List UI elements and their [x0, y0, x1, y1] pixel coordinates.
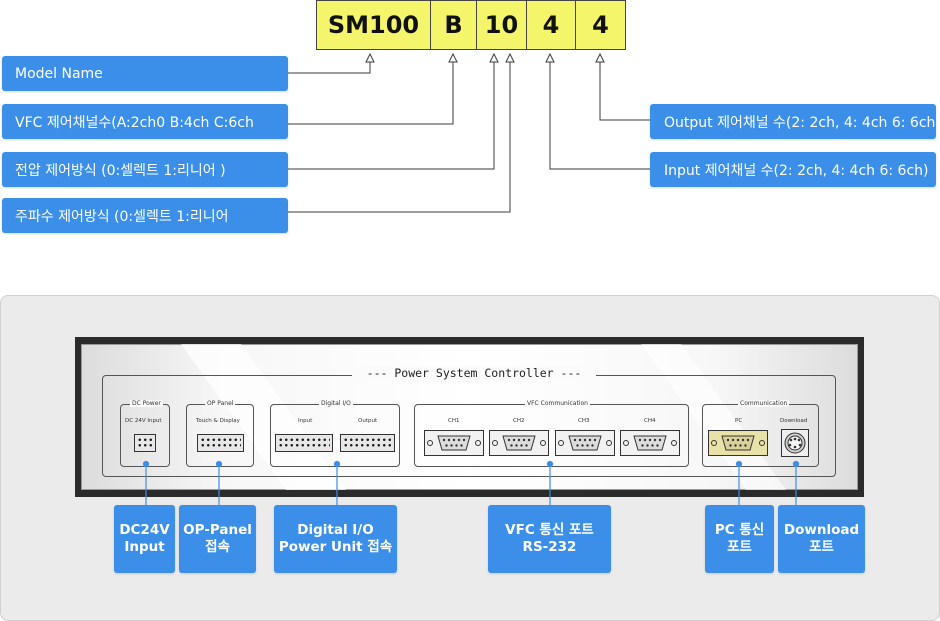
- label-vfc-port: VFC 통신 포트 RS-232: [488, 505, 611, 573]
- vfc-ch1-port[interactable]: [424, 430, 484, 456]
- label-download-port-line1: Download: [783, 522, 860, 538]
- device-title: --- Power System Controller ---: [352, 366, 596, 382]
- label-pc-port-line1: PC 통신: [714, 522, 765, 538]
- download-port[interactable]: [781, 429, 809, 457]
- digital-io-output-connector[interactable]: [340, 434, 395, 452]
- group-digital-io-title: Digital I/O: [319, 400, 353, 407]
- op-panel-sub: Touch & Display: [196, 418, 240, 424]
- label-vfc-port-line1: VFC 통신 포트: [505, 522, 594, 538]
- communication-download-label: Download: [780, 418, 808, 424]
- vfc-ch2-port[interactable]: [489, 430, 549, 456]
- arrow-model-name: [365, 52, 375, 63]
- vfc-ch4-label: CH4: [644, 418, 656, 424]
- label-frequency-control: 주파수 제어방식 (0:셀렉트 1:리니어: [2, 198, 288, 233]
- code-segment-input-channels: 4: [526, 0, 576, 50]
- op-panel-connector[interactable]: [197, 434, 244, 452]
- line-frequency: [288, 60, 511, 213]
- communication-pc-label: PC: [735, 418, 743, 424]
- digital-io-input-label: Input: [298, 418, 313, 424]
- arrow-voltage: [489, 52, 499, 63]
- group-vfc-title: VFC Communication: [525, 400, 590, 407]
- pc-port[interactable]: [708, 430, 768, 456]
- arrow-frequency: [505, 52, 515, 63]
- vfc-ch4-port[interactable]: [620, 430, 680, 456]
- label-voltage-control: 전압 제어방식 (0:셀렉트 1:리니어 ): [2, 152, 288, 187]
- label-op-panel-line2: 접속: [205, 539, 230, 555]
- label-digital-io-line1: Digital I/O: [297, 522, 374, 538]
- label-download-port: Download 포트: [778, 505, 865, 573]
- label-dc24v-line2: Input: [124, 539, 165, 555]
- bottom-connector-lines: [142, 460, 800, 508]
- label-input-channels: Input 제어채널 수(2: 2ch, 4: 4ch 6: 6ch): [650, 152, 936, 187]
- code-segment-control-method: 10: [476, 0, 527, 50]
- group-communication-title: Communication: [738, 400, 790, 407]
- code-segment-output-channels: 4: [575, 0, 626, 50]
- line-output: [599, 60, 650, 121]
- label-digital-io: Digital I/O Power Unit 접속: [274, 505, 397, 573]
- top-connector-lines: [288, 52, 650, 213]
- group-dc-power-title: DC Power: [130, 400, 163, 407]
- label-download-port-line2: 포트: [809, 539, 834, 555]
- arrow-output: [595, 52, 605, 63]
- arrow-vfc: [448, 52, 458, 63]
- line-model-name: [288, 60, 371, 74]
- label-output-channels: Output 제어채널 수(2: 2ch, 4: 4ch 6: 6ch): [650, 104, 940, 139]
- label-pc-port-line2: 포트: [727, 539, 752, 555]
- label-pc-port: PC 통신 포트: [705, 505, 774, 573]
- label-op-panel: OP-Panel 접속: [179, 505, 256, 573]
- line-input: [549, 60, 650, 170]
- dc-power-sub: DC 24V Input: [125, 418, 162, 424]
- vfc-ch2-label: CH2: [513, 418, 525, 424]
- vfc-ch1-label: CH1: [448, 418, 460, 424]
- group-op-panel-title: OP Panel: [205, 400, 236, 407]
- line-vfc: [288, 60, 454, 125]
- label-model-name: Model Name: [2, 56, 288, 91]
- digital-io-output-label: Output: [358, 418, 378, 424]
- code-segment-model: SM100: [316, 0, 431, 50]
- label-vfc-channels: VFC 제어채널수(A:2ch0 B:4ch C:6ch: [2, 104, 288, 139]
- arrow-input: [545, 52, 555, 63]
- digital-io-input-connector[interactable]: [275, 434, 333, 452]
- vfc-ch3-label: CH3: [578, 418, 590, 424]
- label-vfc-port-line2: RS-232: [522, 539, 577, 555]
- label-digital-io-line2: Power Unit 접속: [278, 539, 393, 555]
- code-segment-vfc-channels: B: [430, 0, 477, 50]
- label-dc24v-input: DC24V Input: [114, 505, 175, 573]
- dc-power-connector[interactable]: [134, 434, 156, 452]
- vfc-ch3-port[interactable]: [555, 430, 615, 456]
- label-op-panel-line1: OP-Panel: [183, 522, 252, 538]
- line-voltage: [288, 60, 495, 170]
- label-dc24v-line1: DC24V: [119, 522, 170, 538]
